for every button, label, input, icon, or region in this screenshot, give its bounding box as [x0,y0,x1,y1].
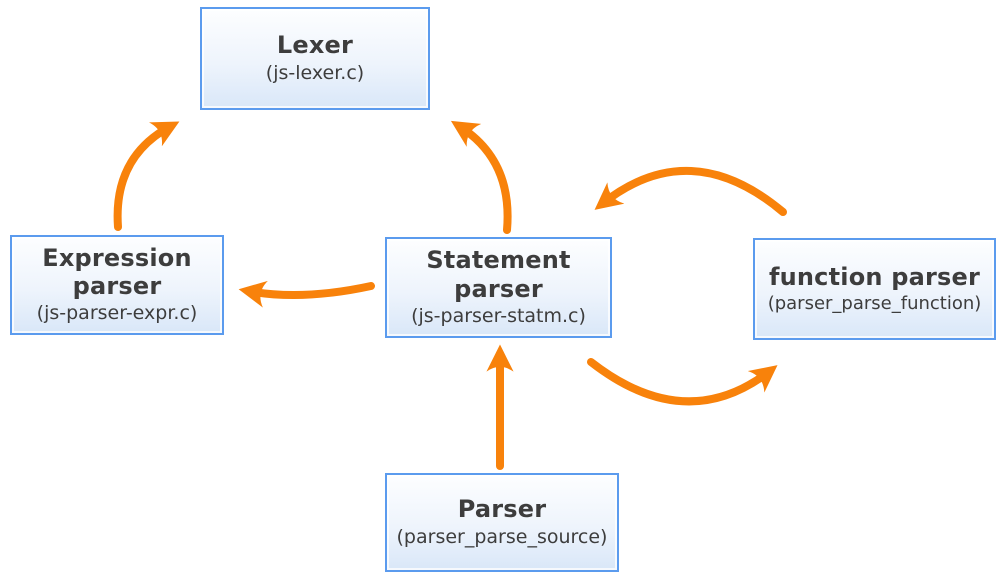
node-function-parser: function parser (parser_parse_function) [753,238,996,340]
edge-statement-parser-to-function-parser [587,358,778,406]
edge-statement-parser-to-lexer [450,120,512,234]
edge-expression-parser-to-lexer [113,121,180,231]
edge-statement-parser-to-expression-parser [238,280,375,308]
node-parser-title: Parser [457,495,547,524]
node-lexer-title: Lexer [276,31,354,60]
node-parser-subtitle: (parser_parse_source) [396,525,608,548]
node-expression-parser: Expression parser (js-parser-expr.c) [10,235,224,335]
node-expression-parser-title: Expression parser [42,243,192,301]
node-statement-parser: Statement parser (js-parser-statm.c) [385,237,612,338]
node-lexer: Lexer (js-lexer.c) [200,7,430,110]
node-parser: Parser (parser_parse_source) [385,473,619,572]
node-statement-parser-subtitle: (js-parser-statm.c) [411,304,586,327]
node-function-parser-title: function parser [768,262,981,291]
node-function-parser-subtitle: (parser_parse_function) [767,292,982,314]
edge-function-parser-to-statement-parser [594,166,787,216]
node-statement-parser-title: Statement parser [426,246,571,303]
node-expression-parser-subtitle: (js-parser-expr.c) [36,302,198,325]
node-lexer-subtitle: (js-lexer.c) [265,61,365,84]
